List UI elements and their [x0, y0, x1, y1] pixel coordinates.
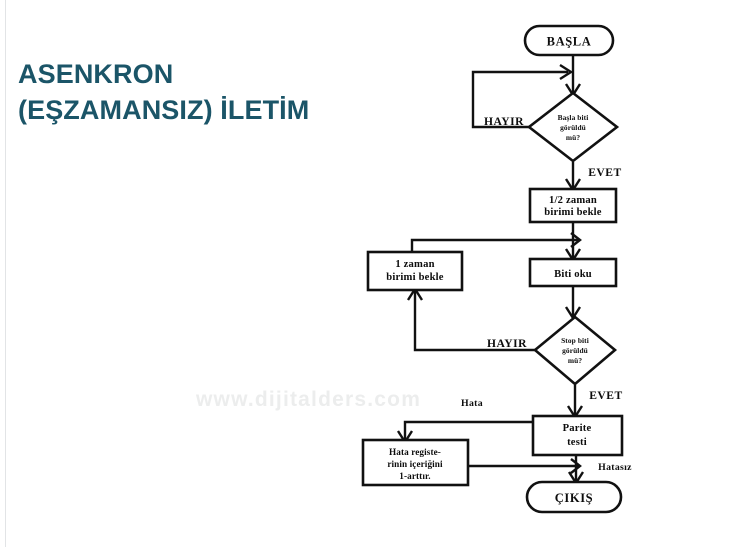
node-one-time-wait: 1 zaman birimi bekle: [366, 250, 464, 292]
node-stop-bit-check-line1: Stop biti: [561, 336, 589, 345]
node-error-register-line3: 1-arttır.: [399, 471, 430, 481]
connector-check-no-loop: [471, 70, 568, 129]
node-start-bit-check: Başla biti görüldü mü?: [526, 91, 620, 163]
edge-label-start-check-yes: EVET: [588, 166, 622, 179]
arrowhead-onewait-to-main: [570, 232, 582, 248]
edge-label-parity-ok: Hatasız: [598, 462, 632, 473]
node-start-bit-check-line3: mü?: [566, 133, 580, 142]
node-read-bit: Biti oku: [528, 257, 618, 288]
node-stop-bit-check-line3: mü?: [568, 356, 582, 365]
node-stop-bit-check-line2: görüldü: [562, 346, 588, 355]
edge-label-stop-check-yes: EVET: [589, 389, 623, 402]
node-one-time-wait-line2: birimi bekle: [386, 272, 444, 283]
node-half-time-wait-line2: birimi bekle: [544, 207, 602, 218]
node-exit: ÇIKIŞ: [525, 480, 623, 514]
connector-stopcheck-no-loop: [413, 291, 535, 352]
arrowhead-errorbox-to-exit: [570, 458, 582, 474]
watermark: www.dijitalders.com: [196, 388, 422, 411]
connector-onewait-to-main: [410, 238, 578, 252]
node-error-register-line1: Hata registe-: [389, 447, 441, 457]
edge-label-start-check-no: HAYIR: [484, 115, 524, 128]
node-error-register-line2: rinin içeriğini: [387, 459, 443, 469]
node-parity-test: Parite testi: [531, 414, 624, 457]
node-exit-label: ÇIKIŞ: [555, 491, 593, 505]
node-start-bit-check-line2: görüldü: [560, 123, 586, 132]
node-one-time-wait-line1: 1 zaman: [395, 259, 434, 270]
node-start-label: BAŞLA: [547, 35, 592, 49]
node-half-time-wait-line1: 1/2 zaman: [549, 195, 597, 206]
node-read-bit-label: Biti oku: [554, 269, 592, 280]
arrowhead-check-no-loop: [559, 63, 574, 81]
node-start: BAŞLA: [523, 24, 615, 57]
edge-label-stop-check-no: HAYIR: [487, 337, 527, 350]
node-error-register: Hata registe- rinin içeriğini 1-arttır.: [361, 438, 470, 487]
node-half-time-wait: 1/2 zaman birimi bekle: [528, 187, 618, 224]
node-start-bit-check-line1: Başla biti: [558, 113, 589, 122]
node-parity-test-line1: Parite: [563, 423, 592, 434]
node-stop-bit-check: Stop biti görüldü mü?: [532, 315, 618, 386]
connector-parity-error: [403, 420, 533, 440]
node-parity-test-line2: testi: [567, 437, 587, 448]
left-edge-rule: [5, 0, 6, 547]
edge-label-parity-error: Hata: [461, 398, 483, 409]
page-title: ASENKRON (EŞZAMANSIZ) İLETİM: [18, 59, 310, 125]
